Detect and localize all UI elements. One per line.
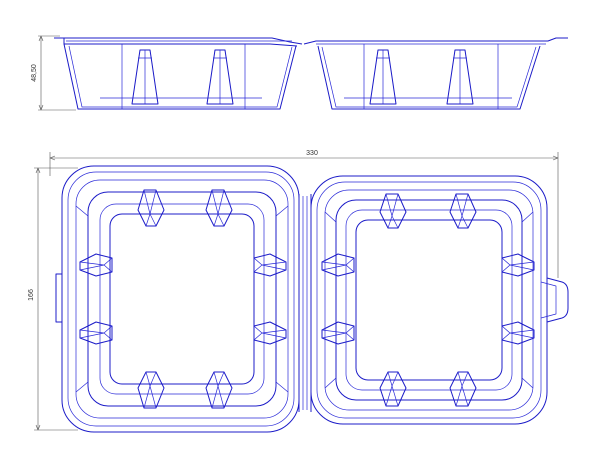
overall-width-label: 330 [306,150,318,157]
overall-height-dimension: 166 [28,167,78,431]
side-right-tray [303,37,568,110]
side-height-dimension: 48,50 [31,35,76,111]
side-left-tray [54,37,303,110]
top-view: 330 166 [28,150,569,433]
overall-height-label: 166 [28,289,35,301]
hinge [298,194,312,412]
top-right-tray [310,175,569,425]
overall-width-dimension: 330 [49,150,559,278]
top-left-tray [55,165,300,433]
side-view: 48,50 [31,35,568,111]
side-height-label: 48,50 [31,64,38,82]
